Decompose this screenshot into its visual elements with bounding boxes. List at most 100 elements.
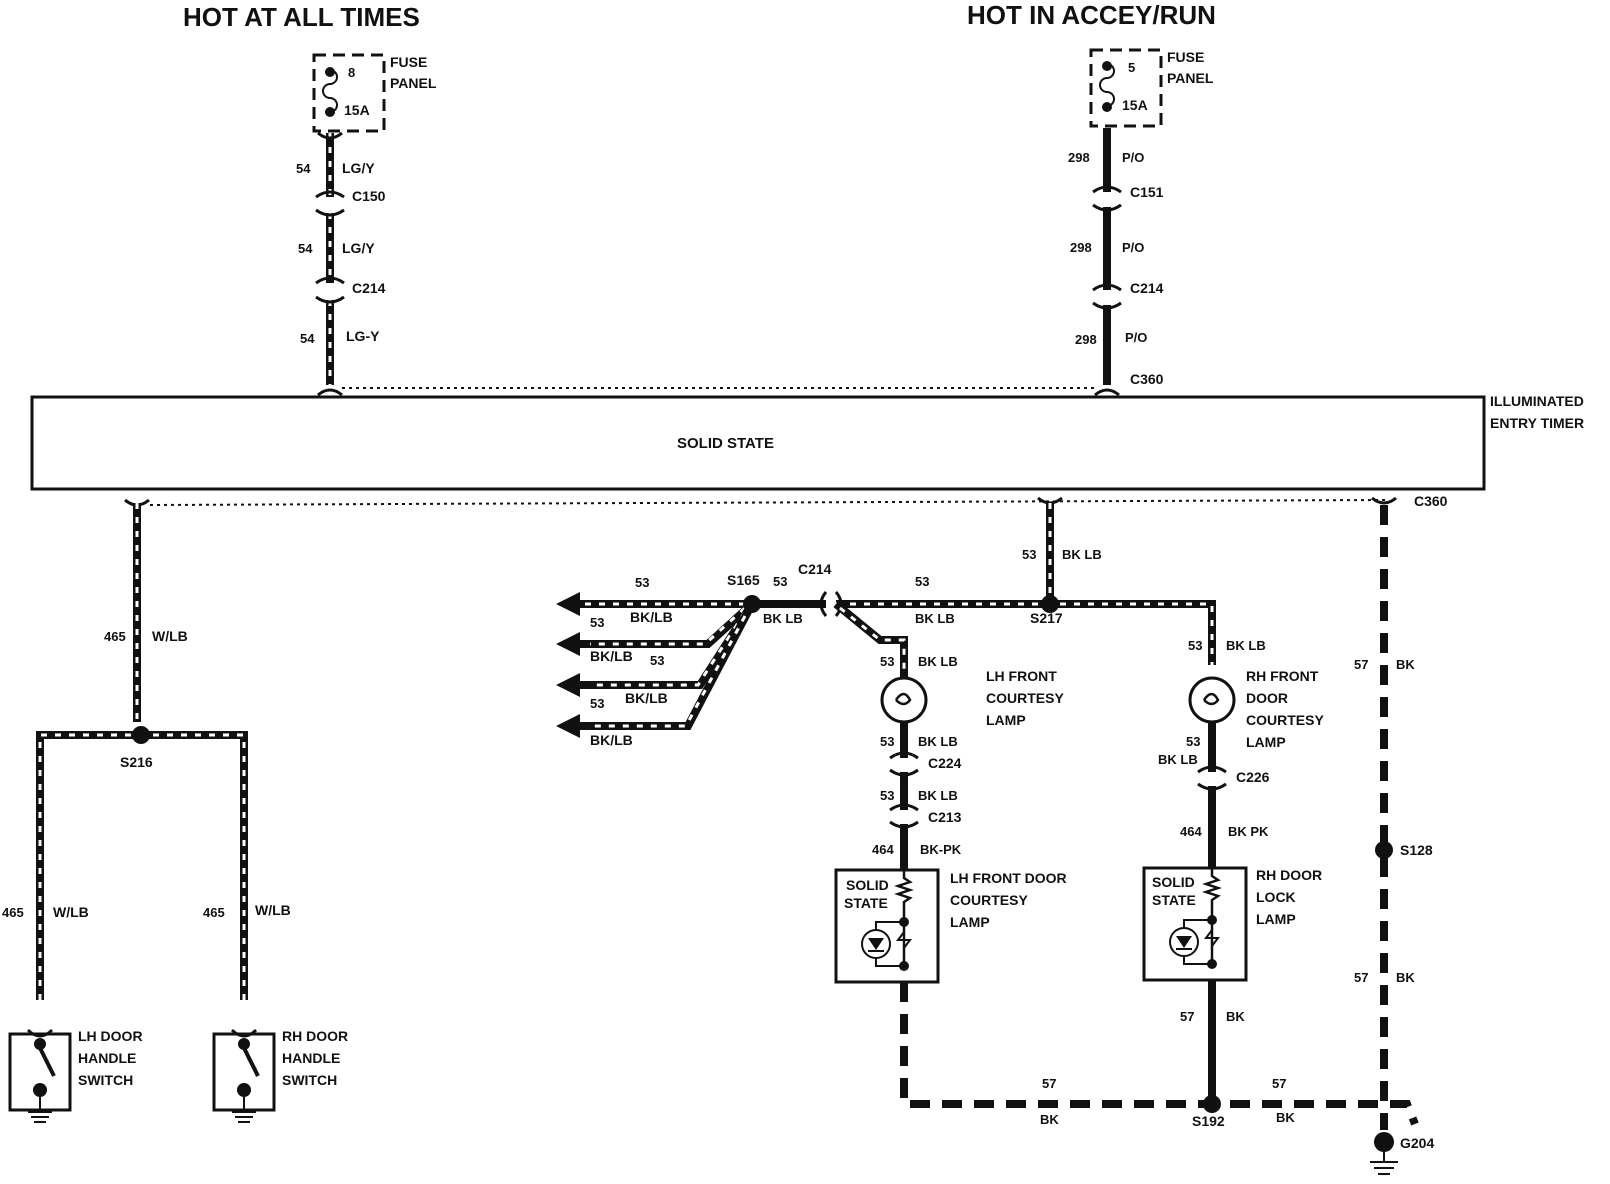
label-color-lg-y-b: LG/Y — [342, 240, 375, 256]
ground-circuit-rh: 57 — [1180, 1009, 1194, 1024]
label-c214-lamp: C214 — [798, 561, 832, 577]
label-color-w-lb-main: W/LB — [152, 628, 188, 644]
lh-solid-label-1: SOLID — [846, 877, 889, 893]
label-s216: S216 — [120, 754, 153, 770]
label-circuit-298-c: 298 — [1075, 332, 1097, 347]
lh-lamp-label-2: COURTESY — [986, 690, 1064, 706]
rh-lamp-label-4: LAMP — [1246, 734, 1286, 750]
rh-door-handle-switch — [212, 1028, 276, 1123]
label-c226: C226 — [1236, 769, 1270, 785]
wire-57-bk — [1370, 496, 1398, 1175]
lh-circuit-53-a: 53 — [880, 654, 894, 669]
label-color-lg-y-a: LG/Y — [342, 160, 375, 176]
label-circuit-54-c: 54 — [300, 331, 315, 346]
fuse-5: 5 15A FUSE PANEL — [1089, 48, 1214, 128]
rh-solid-label-2: STATE — [1152, 892, 1196, 908]
label-c214-right: C214 — [1130, 280, 1164, 296]
lh-color-a: BK LB — [918, 654, 958, 669]
rh-lamp-label-1: RH FRONT — [1246, 668, 1319, 684]
rh-module-name-2: LOCK — [1256, 889, 1296, 905]
label-circuit-54-b: 54 — [298, 241, 313, 256]
rh-color-bk-pk: BK PK — [1228, 824, 1269, 839]
ground-circuit-c: 57 — [1042, 1076, 1056, 1091]
label-color-main: BK LB — [915, 611, 955, 626]
rh-circuit-53-b: 53 — [1186, 734, 1200, 749]
ground-color-rh: BK — [1226, 1009, 1245, 1024]
label-color-timer: BK LB — [1062, 547, 1102, 562]
label-circuit-53-s165: 53 — [773, 574, 787, 589]
ground-circuit-a: 57 — [1354, 657, 1368, 672]
label-circuit-298-a: 298 — [1068, 150, 1090, 165]
module-name-line1: ILLUMINATED — [1490, 393, 1584, 409]
lh-lamp-label-3: LAMP — [986, 712, 1026, 728]
label-circuit-298-b: 298 — [1070, 240, 1092, 255]
rh-color-b: BK LB — [1158, 752, 1198, 767]
branch-2-color: BK/LB — [630, 609, 673, 625]
label-s165: S165 — [727, 572, 760, 588]
lh-module-name-2: COURTESY — [950, 892, 1028, 908]
lh-circuit-464: 464 — [872, 842, 894, 857]
fuse-8: 8 15A FUSE PANEL — [312, 53, 437, 133]
fuse-5-rating: 15A — [1122, 97, 1148, 113]
rh-lamp-label-2: DOOR — [1246, 690, 1288, 706]
label-circuit-54-a: 54 — [296, 161, 311, 176]
branch-4-color-b: BK/LB — [590, 732, 633, 748]
fuse-8-rating: 15A — [344, 102, 370, 118]
rh-lamp-branch — [1142, 676, 1248, 1113]
label-circuit-465-main: 465 — [104, 629, 126, 644]
ground-circuit-d: 57 — [1272, 1076, 1286, 1091]
branch-3-circuit: 53 — [650, 653, 664, 668]
lh-switch-label-3: SWITCH — [78, 1072, 133, 1088]
rh-solid-label-1: SOLID — [1152, 874, 1195, 890]
fuse-5-number: 5 — [1128, 60, 1135, 75]
label-c214-left: C214 — [352, 280, 386, 296]
label-circuit-53-main: 53 — [915, 574, 929, 589]
ground-color-d: BK — [1276, 1110, 1295, 1125]
wire-298-p-o — [1092, 128, 1122, 397]
lh-color-bk-pk: BK-PK — [920, 842, 962, 857]
label-c360-bottom: C360 — [1414, 493, 1448, 509]
lh-switch-label-2: HANDLE — [78, 1050, 136, 1066]
branch-4-color: BK/LB — [625, 690, 668, 706]
module-name-line2: ENTRY TIMER — [1490, 415, 1584, 431]
lh-module-name-1: LH FRONT DOOR — [950, 870, 1067, 886]
branch-1-circuit: 53 — [635, 575, 649, 590]
ground-color-a: BK — [1396, 657, 1415, 672]
rh-switch-label-3: SWITCH — [282, 1072, 337, 1088]
fuse-8-label-1: FUSE — [390, 54, 427, 70]
module-body-label: SOLID STATE — [677, 435, 774, 452]
label-c150: C150 — [352, 188, 386, 204]
rh-lamp-label-3: COURTESY — [1246, 712, 1324, 728]
lh-color-b: BK LB — [918, 734, 958, 749]
label-circuit-53-timer: 53 — [1022, 547, 1036, 562]
lh-circuit-53-c: 53 — [880, 788, 894, 803]
label-g204: G204 — [1400, 1135, 1434, 1151]
ground-color-c: BK — [1040, 1112, 1059, 1127]
wire-54-lg-y — [315, 131, 345, 397]
lh-solid-label-2: STATE — [844, 895, 888, 911]
ground-circuit-b: 57 — [1354, 970, 1368, 985]
lh-lamp-label-1: LH FRONT — [986, 668, 1057, 684]
rh-module-name-1: RH DOOR — [1256, 867, 1322, 883]
label-c213: C213 — [928, 809, 962, 825]
title-hot-in-accy-run: HOT IN ACCEY/RUN — [967, 0, 1216, 30]
ground-color-b: BK — [1396, 970, 1415, 985]
label-color-p-o-c: P/O — [1125, 330, 1147, 345]
label-circuit-465-right: 465 — [203, 905, 225, 920]
label-color-lg-y-c: LG-Y — [346, 328, 380, 344]
label-color-p-o-a: P/O — [1122, 150, 1144, 165]
branch-4-circuit: 53 — [590, 696, 604, 711]
label-color-w-lb-left: W/LB — [53, 904, 89, 920]
lh-door-handle-switch — [8, 1028, 72, 1123]
label-s192: S192 — [1192, 1113, 1225, 1129]
label-c360-top: C360 — [1130, 371, 1164, 387]
title-hot-at-all-times: HOT AT ALL TIMES — [183, 2, 420, 32]
label-s128: S128 — [1400, 842, 1433, 858]
fuse-5-label-2: PANEL — [1167, 70, 1214, 86]
rh-module-name-3: LAMP — [1256, 911, 1296, 927]
label-color-p-o-b: P/O — [1122, 240, 1144, 255]
lh-module-name-3: LAMP — [950, 914, 990, 930]
branch-2-circuit: 53 — [590, 615, 604, 630]
rh-circuit-53-a: 53 — [1188, 638, 1202, 653]
